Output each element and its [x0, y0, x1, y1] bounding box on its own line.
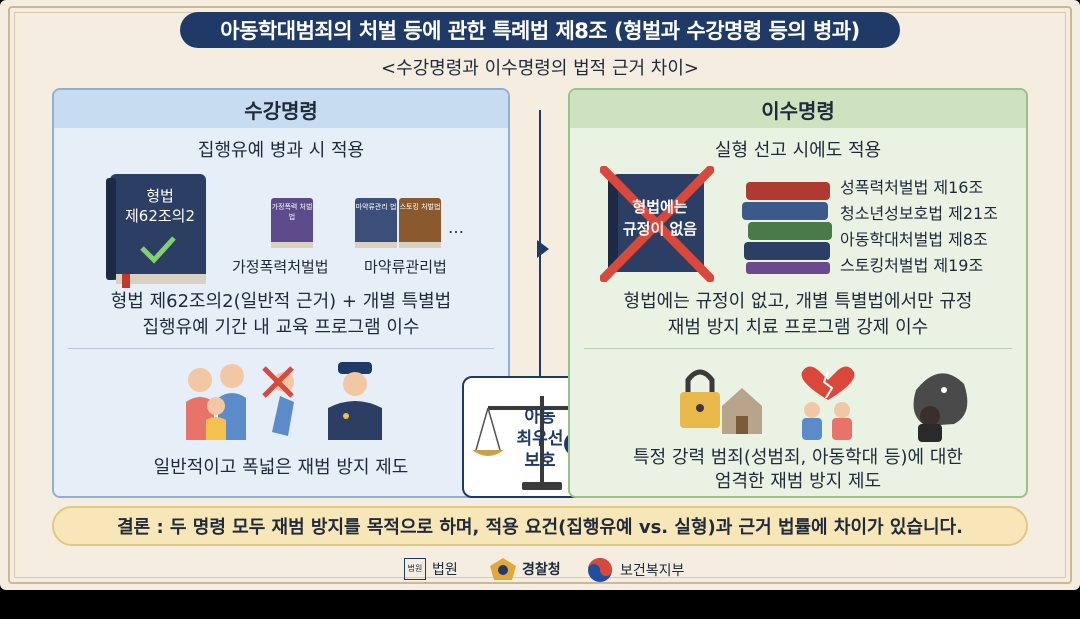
main-book-title-line2: 제62조의2	[124, 207, 196, 225]
conclusion-banner: 결론 : 두 명령 모두 재범 방지를 목적으로 하며, 적용 요건(집행유예 …	[52, 506, 1028, 546]
police-emblem-icon	[490, 558, 516, 580]
court-emblem-icon: 법원	[404, 558, 426, 580]
page-subtitle: <수강명령과 이수명령의 법적 근거 차이>	[380, 58, 699, 79]
right-desc-line2: 재범 방지 치료 프로그램 강제 이수	[667, 317, 929, 338]
special-law-2: 청소년성보호법 제21조	[840, 204, 998, 223]
agency-logos-row: 법원 법원 경찰청 보건복지부	[0, 552, 1080, 586]
domestic-violence-law-book-icon	[271, 198, 313, 248]
lock-and-house-icon	[680, 369, 762, 434]
threatening-shadow-icon	[913, 373, 968, 442]
outer-frame	[8, 6, 1072, 584]
right-panel-sub: 실형 선고 시에도 적용	[714, 140, 882, 161]
scale-label-line1: 아동	[524, 407, 556, 427]
book-a-spine: 가정폭력 처벌법	[271, 203, 313, 221]
special-law-books-stack-icon	[742, 182, 832, 274]
stalking-law-book-icon	[399, 198, 441, 248]
bottom-black-bar	[0, 590, 1080, 619]
right-bottom-desc-line2: 엄격한 재범 방지 제도	[714, 471, 882, 492]
scale-label-line3: 보호	[524, 451, 556, 471]
crossed-book-line2: 규정이 없음	[622, 220, 698, 238]
left-panel: 수강명령 집행유예 병과 시 적용 형법 제62조의2 가정폭력 처벌법 마약류…	[52, 88, 510, 498]
left-panel-heading: 수강명령	[54, 90, 508, 128]
book-c-spine: 스토킹 처벌법	[399, 203, 441, 211]
right-panel: 이수명령 실형 선고 시에도 적용 형법에는 규정이 없음 성폭력처벌법 제16…	[568, 88, 1028, 498]
book-b-spine: 마약류관리 법	[355, 203, 397, 211]
left-desc-line1: 형법 제62조의2(일반적 근거) + 개별 특별법	[110, 291, 452, 312]
special-law-3: 아동학대처벌법 제8조	[840, 230, 988, 249]
special-law-4: 스토킹처벌법 제19조	[840, 256, 984, 275]
left-panel-sub: 집행유예 병과 시 적용	[197, 140, 365, 161]
book-b-caption: 마약류관리법	[364, 258, 447, 276]
main-book-title-line1: 형법	[146, 187, 174, 205]
court-logo: 법원 법원	[404, 558, 458, 580]
right-divider	[584, 348, 1012, 349]
center-arrow-icon	[537, 240, 549, 258]
crossed-out-criminal-law-book-icon	[600, 166, 714, 282]
page-title: 아동학대범죄의 처벌 등에 관한 특례법 제8조 (형벌과 수강명령 등의 병과…	[180, 12, 900, 48]
family-illustration-icon	[186, 364, 294, 440]
right-desc-line1: 형법에는 규정이 없고, 개별 특별법에서만 규정	[623, 291, 973, 312]
scale-label-line2: 최우선	[516, 429, 564, 449]
crossed-book-line1: 형법에는	[632, 198, 688, 216]
police-officer-icon	[328, 362, 382, 440]
book-a-caption: 가정폭력처벌법	[232, 258, 329, 276]
left-bottom-desc: 일반적이고 폭넓은 재범 방지 제도	[153, 457, 409, 478]
broken-heart-family-icon	[801, 366, 855, 440]
special-law-1: 성폭력처벌법 제16조	[840, 178, 984, 197]
more-books-ellipsis: …	[448, 218, 464, 237]
police-logo: 경찰청	[488, 556, 561, 582]
health-ministry-logo: 보건복지부	[586, 556, 684, 584]
left-divider	[68, 348, 494, 349]
taegeuk-emblem-icon	[588, 558, 612, 582]
criminal-law-book-icon	[106, 174, 206, 288]
left-desc-line2: 집행유예 기간 내 교육 프로그램 이수	[142, 317, 420, 338]
health-ministry-name: 보건복지부	[620, 563, 685, 579]
police-name: 경찰청	[522, 562, 561, 578]
right-bottom-desc-line1: 특정 강력 범죄(성범죄, 아동학대 등)에 대한	[633, 447, 963, 468]
drug-law-book-icon	[355, 198, 397, 248]
right-panel-heading: 이수명령	[570, 90, 1026, 128]
court-name: 법원	[432, 562, 458, 578]
infographic-sheet: 아동학대범죄의 처벌 등에 관한 특례법 제8조 (형벌과 수강명령 등의 병과…	[0, 0, 1080, 590]
